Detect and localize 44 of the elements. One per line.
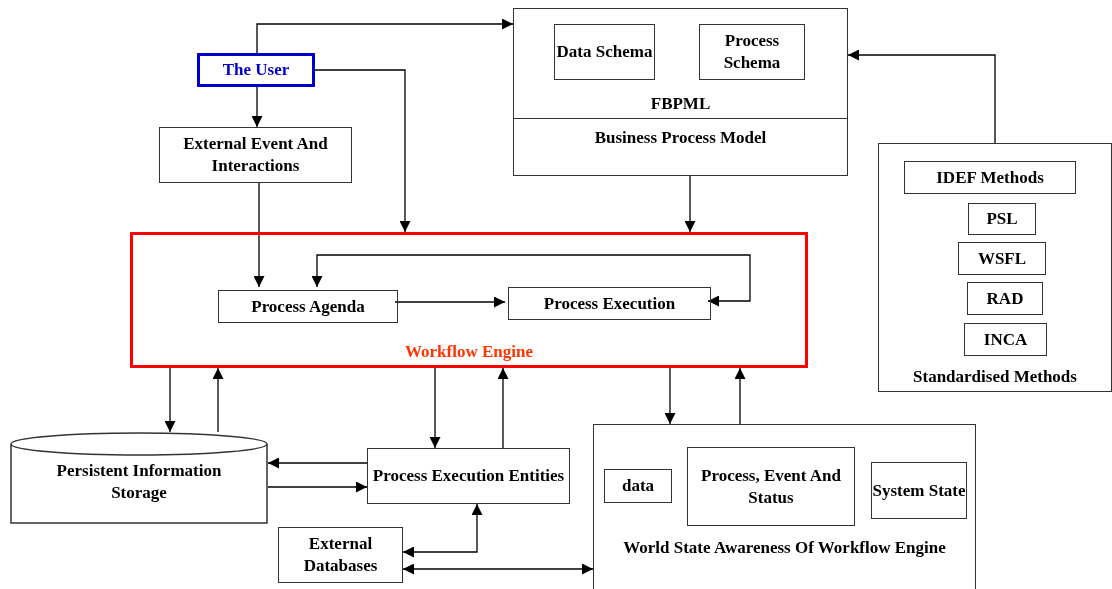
arrow <box>314 69 411 233</box>
arrow <box>684 175 696 233</box>
process-box: Process Execution Entities <box>367 448 570 504</box>
arrow <box>402 563 594 575</box>
process-box: External Event And Interactions <box>159 127 352 183</box>
arrow <box>256 18 514 54</box>
arrow <box>429 367 441 449</box>
model-box <box>513 8 848 176</box>
arrow <box>311 254 751 307</box>
state-box: System State <box>871 462 967 519</box>
awareness-panel <box>593 424 976 589</box>
process-box: Process Agenda <box>218 290 398 323</box>
method-box: RAD <box>967 282 1043 315</box>
method-box: WSFL <box>958 242 1046 275</box>
schema-box: Data Schema <box>554 24 655 80</box>
box-heading: FBPML <box>649 93 712 115</box>
process-box: Process Execution <box>508 287 711 320</box>
arrow <box>267 481 368 493</box>
engine-frame <box>130 232 808 368</box>
box-heading: World State Awareness Of Workflow Engine <box>622 537 947 559</box>
arrow <box>734 367 746 425</box>
arrow <box>267 457 368 469</box>
arrow <box>251 86 263 128</box>
storage-cylinder: Persistent Information Storage <box>10 432 268 524</box>
arrow <box>212 367 224 433</box>
arrow <box>402 503 483 558</box>
state-box: Process, Event And Status <box>687 447 855 526</box>
method-box: IDEF Methods <box>904 161 1076 194</box>
arrow <box>253 182 265 288</box>
arrow <box>394 296 506 308</box>
arrow <box>847 49 996 144</box>
schema-box: Process Schema <box>699 24 805 80</box>
method-box: INCA <box>964 323 1047 356</box>
arrow <box>164 367 176 433</box>
frame-title: Workflow Engine <box>404 341 534 363</box>
box-heading: Standardised Methods <box>912 366 1078 388</box>
box-heading: Business Process Model <box>593 127 768 149</box>
methods-panel <box>878 143 1112 392</box>
database-box: External Databases <box>278 527 403 583</box>
user-box: The User <box>197 53 315 87</box>
arrow <box>497 367 509 449</box>
state-box: data <box>604 469 672 503</box>
arrow <box>664 367 676 425</box>
method-box: PSL <box>968 203 1036 235</box>
